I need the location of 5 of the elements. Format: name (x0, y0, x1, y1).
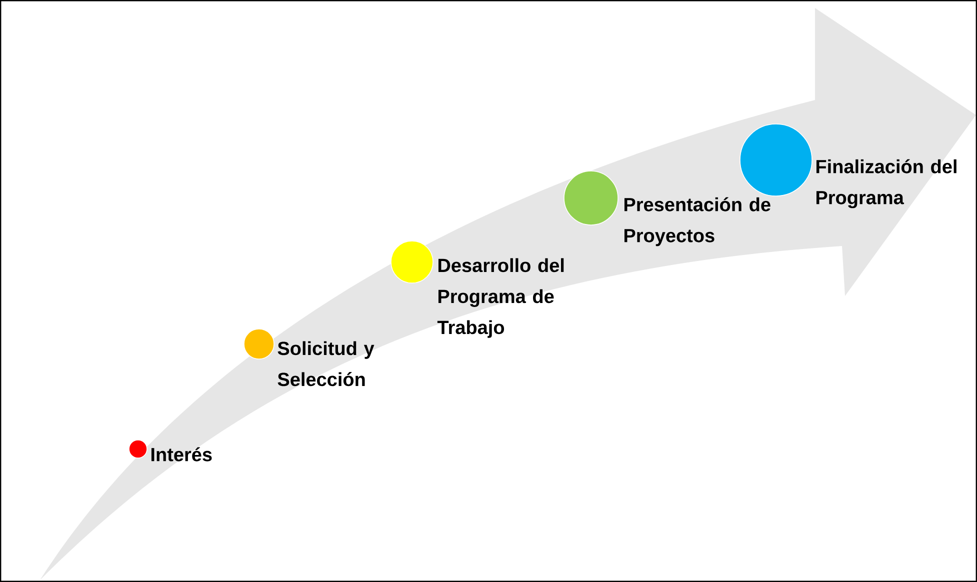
stage-label: Solicitud y Selección (278, 341, 374, 386)
stage-label: Interés (151, 447, 212, 462)
stage-label: Desarrollo del Programa de Trabajo (437, 258, 564, 338)
stage-label: Finalización del Programa (816, 159, 956, 208)
stage-label: Presentación de Proyectos (624, 197, 770, 246)
